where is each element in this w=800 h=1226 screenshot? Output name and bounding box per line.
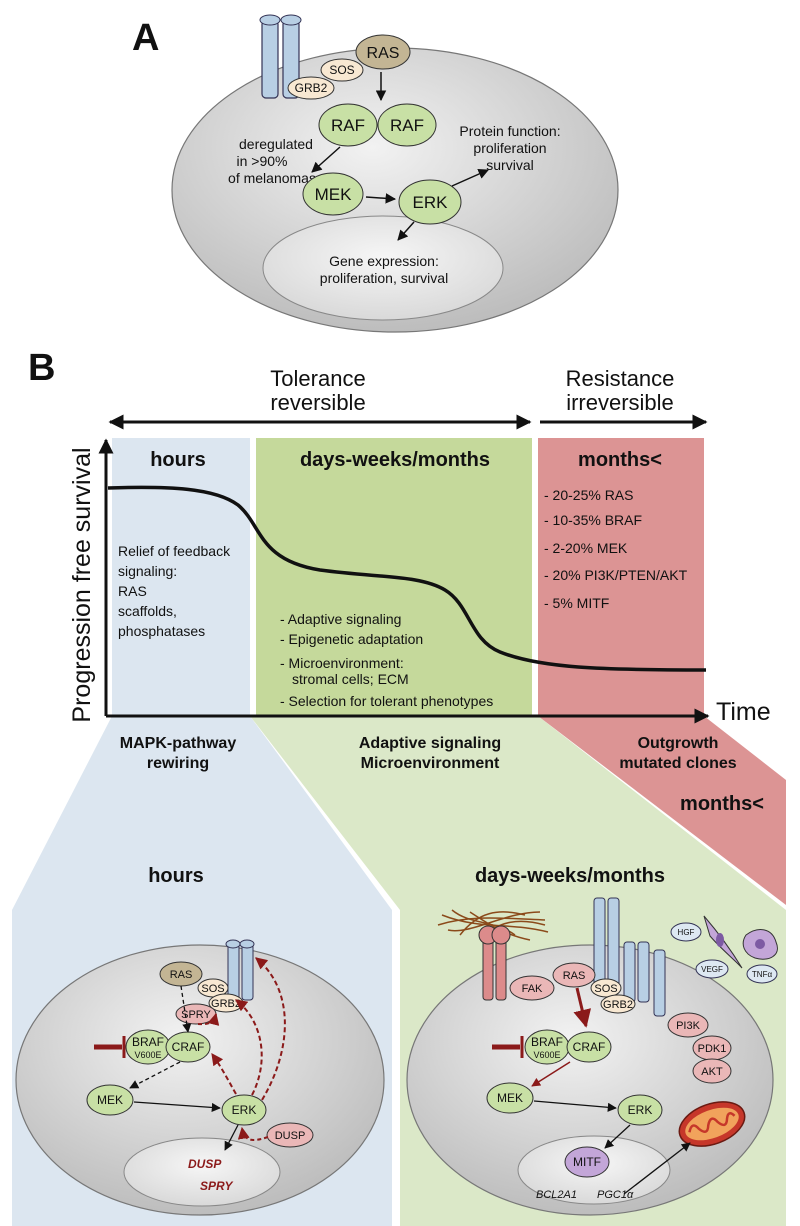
right-erk: ERK: [628, 1103, 653, 1117]
left-dusp: DUSP: [275, 1130, 306, 1142]
mek-node-a: [302, 172, 364, 216]
days-bottom-1: Adaptive signaling: [359, 735, 501, 752]
left-grb2: GRB2: [211, 998, 241, 1010]
x-axis-label: Time: [716, 698, 771, 726]
months-bottom-title: months<: [680, 793, 764, 815]
right-pi3k: PI3K: [676, 1020, 701, 1032]
panel-c-left: hours RAS SOS GRB2 SPRY BRAF V600E CRAF …: [15, 865, 385, 1216]
right-vegf: VEGF: [701, 965, 723, 974]
days-item-1: - Adaptive signaling: [280, 611, 401, 627]
months-item-1: - 20-25% RAS: [544, 487, 633, 503]
months-bottom-1: Outgrowth: [638, 735, 719, 752]
erk-node-a: [398, 179, 462, 225]
days-item-2: - Epigenetic adaptation: [280, 631, 423, 647]
left-erk: ERK: [232, 1103, 257, 1117]
months-bottom-2: mutated clones: [619, 755, 736, 772]
days-item-4: stromal cells; ECM: [292, 671, 409, 687]
left-ras: RAS: [170, 969, 193, 981]
gene-expression-line2: proliferation, survival: [320, 270, 448, 286]
days-bottom-2: Microenvironment: [361, 755, 500, 772]
hours-text-5: phosphatases: [118, 623, 205, 639]
left-craf: CRAF: [172, 1040, 205, 1054]
hours-text-3: RAS: [118, 583, 147, 599]
irreversible-label: irreversible: [566, 390, 674, 415]
left-mek: MEK: [97, 1093, 123, 1107]
right-ras: RAS: [563, 970, 586, 982]
deregulated-line2: in >90%: [237, 153, 288, 169]
bg-months-bottom: [538, 716, 786, 905]
right-tnfa: TNFα: [752, 970, 773, 979]
hours-text-4: scaffolds,: [118, 603, 177, 619]
right-pdk1: PDK1: [698, 1043, 727, 1055]
phase-months-title: months<: [578, 449, 662, 471]
days-item-3: - Microenvironment:: [280, 655, 404, 671]
deregulated-line1: deregulated: [239, 136, 313, 152]
left-braf: BRAF: [132, 1035, 164, 1049]
phase-hours-block: [112, 438, 250, 716]
survival-curve: [107, 485, 707, 672]
left-v600e: V600E: [134, 1050, 161, 1060]
mitochondrion-icon: [678, 1101, 746, 1147]
protein-function-line1: Protein function:: [459, 123, 560, 139]
right-sos: SOS: [594, 983, 617, 995]
right-akt: AKT: [701, 1066, 723, 1078]
deregulated-line3: of melanomas: [228, 170, 316, 186]
months-item-3: - 2-20% MEK: [544, 540, 628, 556]
ras-node-a: [355, 34, 411, 70]
reversible-label: reversible: [270, 390, 365, 415]
mek-label-a: MEK: [315, 185, 353, 204]
left-spry: SPRY: [181, 1009, 211, 1021]
hours-text-1: Relief of feedback: [118, 543, 231, 559]
nucleus-a: [262, 215, 504, 321]
protein-function-line3: survival: [486, 157, 533, 173]
right-hgf: HGF: [678, 928, 695, 937]
months-item-5: - 5% MITF: [544, 595, 609, 611]
raf2-node-a: [377, 103, 437, 147]
right-braf: BRAF: [531, 1035, 563, 1049]
right-title: days-weeks/months: [475, 865, 665, 887]
right-mek: MEK: [497, 1091, 523, 1105]
days-item-5: - Selection for tolerant phenotypes: [280, 693, 493, 709]
right-nucleus-bcl2a1: BCL2A1: [536, 1189, 577, 1201]
gene-expression-line1: Gene expression:: [329, 253, 439, 269]
phase-days-title: days-weeks/months: [300, 449, 490, 471]
raf2-label-a: RAF: [390, 116, 424, 135]
nucleus-left: [123, 1137, 281, 1207]
panel-b-letter: B: [28, 347, 55, 389]
cell-left: [15, 944, 385, 1216]
right-fak: FAK: [522, 983, 543, 995]
right-grb2: GRB2: [603, 999, 633, 1011]
right-mitf: MITF: [573, 1155, 601, 1169]
protein-function-line2: proliferation: [473, 140, 546, 156]
grb2-label-a: GRB2: [295, 81, 328, 95]
y-axis-label: Progression free survival: [68, 447, 96, 722]
sos-label-a: SOS: [329, 63, 354, 77]
tolerance-label: Tolerance: [270, 366, 365, 391]
grb2-node-a: [287, 76, 335, 100]
hours-bottom-1: MAPK-pathway: [120, 735, 237, 752]
panel-c-right: days-weeks/months FAK RAS SOS: [406, 865, 778, 1216]
erk-label-a: ERK: [413, 193, 449, 212]
ras-label-a: RAS: [367, 45, 400, 62]
right-craf: CRAF: [573, 1040, 606, 1054]
right-nucleus-pgc1a: PGC1α: [597, 1189, 634, 1201]
raf1-node-a: [318, 103, 378, 147]
hours-text-2: signaling:: [118, 563, 177, 579]
receptor-a1: [261, 19, 279, 99]
months-item-2: - 10-35% BRAF: [544, 512, 642, 528]
hours-bottom-2: rewiring: [147, 755, 209, 772]
raf1-label-a: RAF: [331, 116, 365, 135]
left-sos: SOS: [201, 983, 224, 995]
panel-a: A RAS SOS GRB2 RAF RAF deregulated in >9…: [132, 14, 619, 333]
phase-hours-title: hours: [150, 449, 206, 471]
left-title: hours: [148, 865, 204, 887]
left-nucleus-spry: SPRY: [200, 1179, 233, 1193]
resistance-label: Resistance: [566, 366, 675, 391]
months-item-4: - 20% PI3K/PTEN/AKT: [544, 567, 688, 583]
left-nucleus-dusp: DUSP: [188, 1157, 222, 1171]
right-v600e: V600E: [533, 1050, 560, 1060]
panel-a-letter: A: [132, 17, 159, 59]
sos-node-a: [320, 58, 364, 82]
